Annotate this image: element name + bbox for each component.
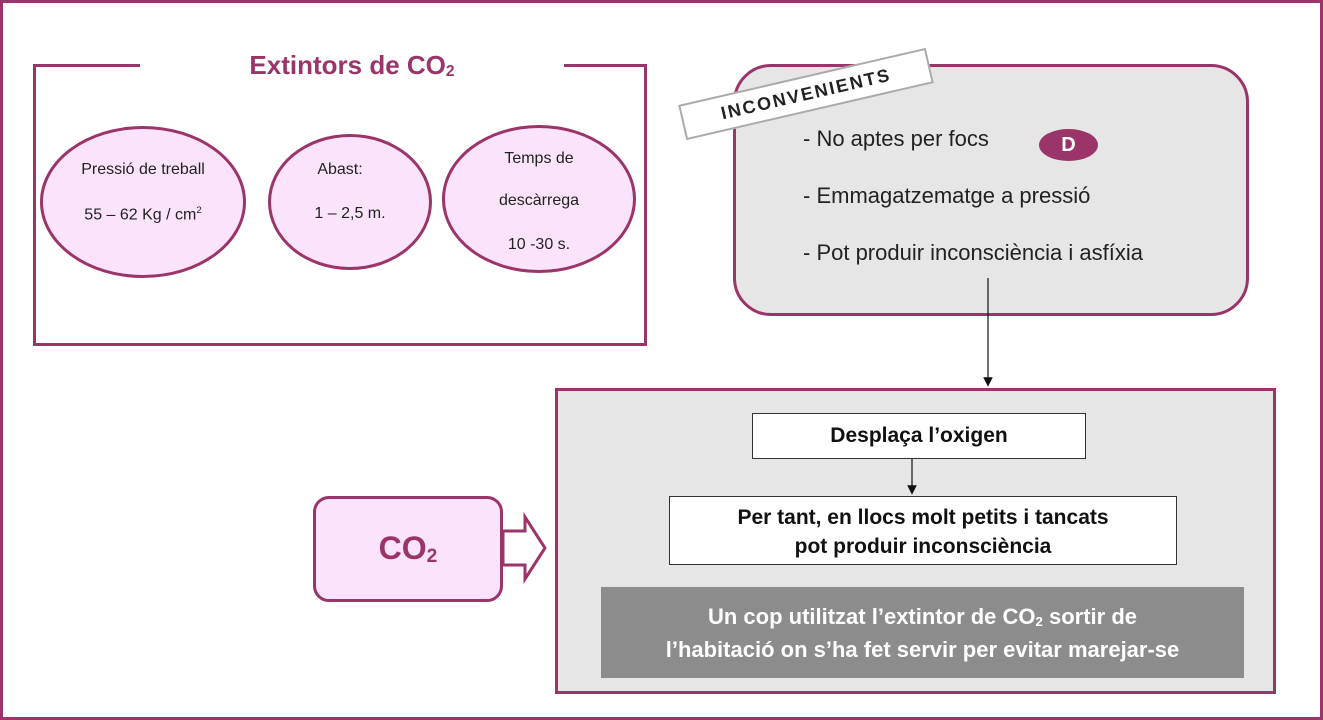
- displaces-oxygen-box: Desplaça l’oxigen: [752, 413, 1086, 459]
- inconvenient-item: - Pot produir inconsciència i asfíxia: [803, 240, 1143, 265]
- pressure-unit-superscript: 2: [196, 205, 202, 216]
- inconvenient-item: - No aptes per focs: [803, 126, 989, 151]
- range-label: Abast:: [317, 161, 363, 178]
- title-gap: [140, 56, 564, 72]
- notice-line-2: l’habitació on s’ha fet servir per evita…: [665, 637, 1180, 662]
- working-pressure-label: Pressió de treball: [81, 161, 205, 178]
- working-pressure-value: 55 – 62 Kg / cm2: [84, 205, 202, 224]
- discharge-time-label-1: Temps de: [504, 150, 574, 167]
- discharge-time-value: 10 -30 s.: [507, 236, 571, 253]
- co2-right-block-arrow: [501, 511, 547, 585]
- co2-box: [313, 496, 503, 602]
- co2-subscript: 2: [426, 545, 438, 567]
- fire-class-d-badge: D: [1039, 129, 1098, 161]
- range-value: 1 – 2,5 m.: [314, 205, 386, 222]
- notice-subscript: 2: [1035, 613, 1043, 629]
- notice-line-1: Un cop utilitzat l’extintor de CO2 sorti…: [707, 604, 1138, 629]
- discharge-time-ellipse: Temps de descàrrega 10 -30 s.: [442, 125, 636, 273]
- range-ellipse: Abast: 1 – 2,5 m.: [268, 134, 432, 270]
- unconsciousness-line-2: pot produir inconsciència: [794, 535, 1052, 558]
- discharge-time-label-2: descàrrega: [498, 192, 580, 209]
- inconvenient-item: - Emmagatzematge a pressió: [803, 183, 1091, 208]
- unconsciousness-box: Per tant, en llocs molt petits i tancats…: [669, 496, 1177, 565]
- working-pressure-ellipse: Pressió de treball 55 – 62 Kg / cm2: [40, 126, 246, 278]
- title-subscript: 2: [445, 63, 455, 81]
- extinguisher-title: Extintors de CO2: [249, 50, 455, 81]
- leave-room-notice: Un cop utilitzat l’extintor de CO2 sorti…: [601, 587, 1244, 678]
- co2-label: CO2: [378, 530, 438, 567]
- unconsciousness-line-1: Per tant, en llocs molt petits i tancats: [737, 506, 1109, 529]
